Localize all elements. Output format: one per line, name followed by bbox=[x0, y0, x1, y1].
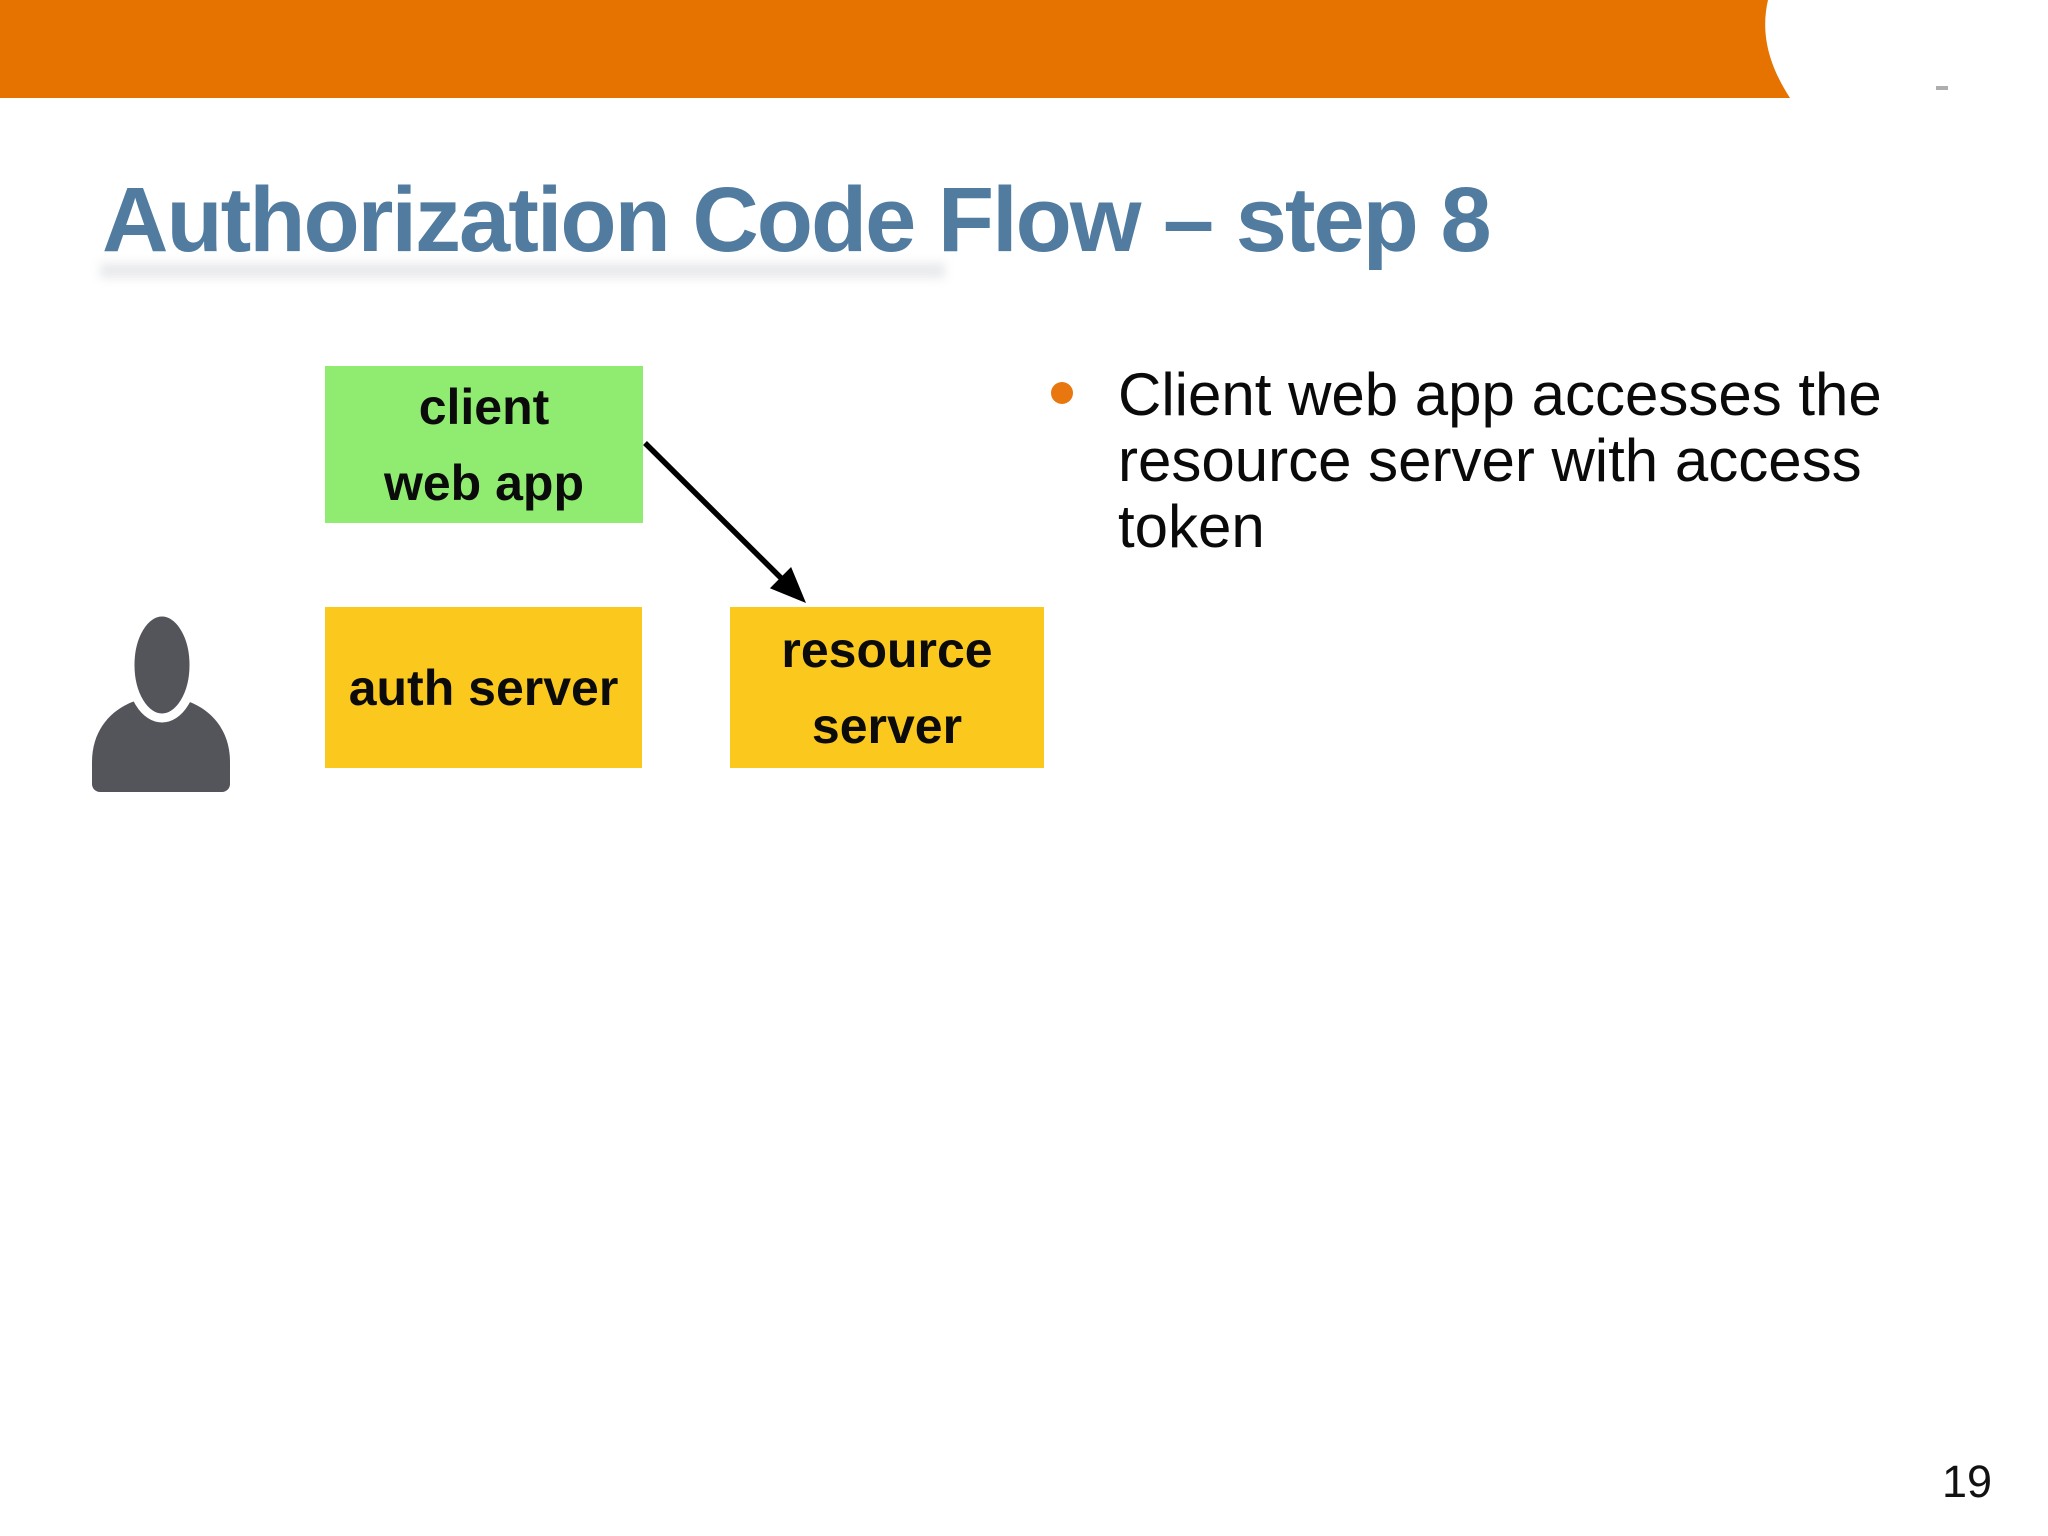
page-title: Authorization Code Flow – step 8 bbox=[102, 169, 1492, 271]
bullet-marker bbox=[1051, 382, 1073, 404]
resource-box-line1: resource bbox=[781, 621, 993, 678]
bullet-text-line3: token bbox=[1118, 493, 1265, 560]
client-box-line2: web app bbox=[383, 454, 585, 511]
auth-box-line1: auth server bbox=[348, 659, 619, 716]
bullet-text-line2: resource server with access bbox=[1118, 427, 1862, 494]
client-box-line1: client bbox=[418, 378, 550, 435]
resource-box-line2: server bbox=[811, 697, 963, 754]
title-shadow bbox=[100, 263, 945, 278]
auth-server-box: auth server bbox=[325, 607, 642, 768]
user-person-icon bbox=[92, 610, 230, 792]
bullet-text-line1: Client web app accesses the bbox=[1118, 361, 1882, 428]
bullet-text: Client web app accesses the resource ser… bbox=[1118, 362, 1958, 560]
resource-server-box: resource server bbox=[730, 607, 1044, 768]
page-number: 19 bbox=[1941, 1456, 1992, 1507]
client-web-app-box: client web app bbox=[325, 366, 643, 523]
decorative-dash bbox=[1936, 86, 1948, 90]
arrow-client-to-resource bbox=[643, 441, 806, 603]
header-accent-bar bbox=[0, 0, 1790, 98]
